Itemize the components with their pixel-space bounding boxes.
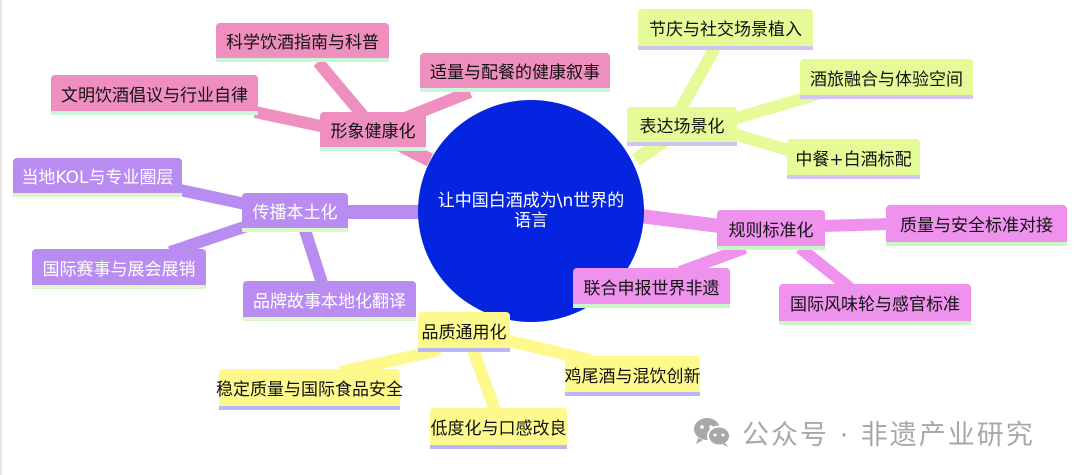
leaf-science-guide[interactable]: 科学饮酒指南与科普 xyxy=(216,23,389,62)
leaf-label: 文明饮酒倡议与行业自律 xyxy=(61,85,248,106)
leaf-unesco-heritage[interactable]: 联合申报世界非遗 xyxy=(573,268,730,308)
leaf-liquor-tourism[interactable]: 酒旅融合与体验空间 xyxy=(800,59,973,99)
leaf-label: 国际赛事与展会展销 xyxy=(42,259,196,280)
wechat-icon xyxy=(694,418,731,447)
leaf-label: 品牌故事本地化翻译 xyxy=(253,291,406,312)
leaf-label: 低度化与口感改良 xyxy=(430,419,567,439)
branch-standardization-label: 规则标准化 xyxy=(728,220,814,241)
leaf-brand-story-translation[interactable]: 品牌故事本地化翻译 xyxy=(243,281,416,321)
branch-standardization[interactable]: 规则标准化 xyxy=(717,210,825,250)
leaf-label: 质量与安全标准对接 xyxy=(900,216,1053,236)
leaf-label: 中餐+白酒标配 xyxy=(795,149,912,170)
branch-quality-label: 品质通用化 xyxy=(421,322,507,343)
leaf-label: 鸡尾酒与混饮创新 xyxy=(564,366,701,387)
leaf-label: 酒旅融合与体验空间 xyxy=(810,69,963,90)
leaf-label: 节庆与社交场景植入 xyxy=(649,20,802,40)
branch-health-label: 形象健康化 xyxy=(330,122,416,142)
leaf-cocktail-innovation[interactable]: 鸡尾酒与混饮创新 xyxy=(564,356,701,396)
branch-localization[interactable]: 传播本土化 xyxy=(242,193,348,232)
watermark: 公众号 · 非遗产业研究 xyxy=(692,412,1035,452)
watermark-text: 公众号 · 非遗产业研究 xyxy=(742,419,1035,451)
leaf-quality-safety-standards[interactable]: 质量与安全标准对接 xyxy=(886,205,1067,246)
leaf-intl-events[interactable]: 国际赛事与展会展销 xyxy=(32,249,206,289)
branch-quality[interactable]: 品质通用化 xyxy=(418,312,510,352)
branch-localization-label: 传播本土化 xyxy=(252,203,338,223)
branch-scenario-label: 表达场景化 xyxy=(639,117,725,137)
leaf-festival-social[interactable]: 节庆与社交场景植入 xyxy=(638,9,813,50)
leaf-label: 当地KOL与专业圈层 xyxy=(21,168,174,188)
branch-health[interactable]: 形象健康化 xyxy=(320,112,426,151)
leaf-label: 稳定质量与国际食品安全 xyxy=(216,380,403,400)
central-topic-label: 让中国白酒成为\n世界的语言 xyxy=(437,191,625,231)
leaf-chinese-cuisine-pairing[interactable]: 中餐+白酒标配 xyxy=(787,139,920,179)
leaf-stable-quality-safety[interactable]: 稳定质量与国际食品安全 xyxy=(216,369,403,410)
leaf-label: 联合申报世界非遗 xyxy=(583,278,720,299)
leaf-label: 科学饮酒指南与科普 xyxy=(226,33,379,53)
leaf-flavor-wheel[interactable]: 国际风味轮与感官标准 xyxy=(779,284,971,325)
leaf-moderation-pairing[interactable]: 适量与配餐的健康叙事 xyxy=(420,53,610,92)
left-border xyxy=(0,0,2,475)
leaf-civilized-drinking[interactable]: 文明饮酒倡议与行业自律 xyxy=(51,75,258,115)
central-topic[interactable]: 让中国白酒成为\n世界的语言 xyxy=(418,100,644,322)
leaf-label: 国际风味轮与感官标准 xyxy=(790,295,960,315)
branch-scenario[interactable]: 表达场景化 xyxy=(627,107,737,146)
leaf-local-kol[interactable]: 当地KOL与专业圈层 xyxy=(13,158,182,197)
leaf-low-alcohol[interactable]: 低度化与口感改良 xyxy=(430,408,567,449)
leaf-label: 适量与配餐的健康叙事 xyxy=(430,63,600,83)
